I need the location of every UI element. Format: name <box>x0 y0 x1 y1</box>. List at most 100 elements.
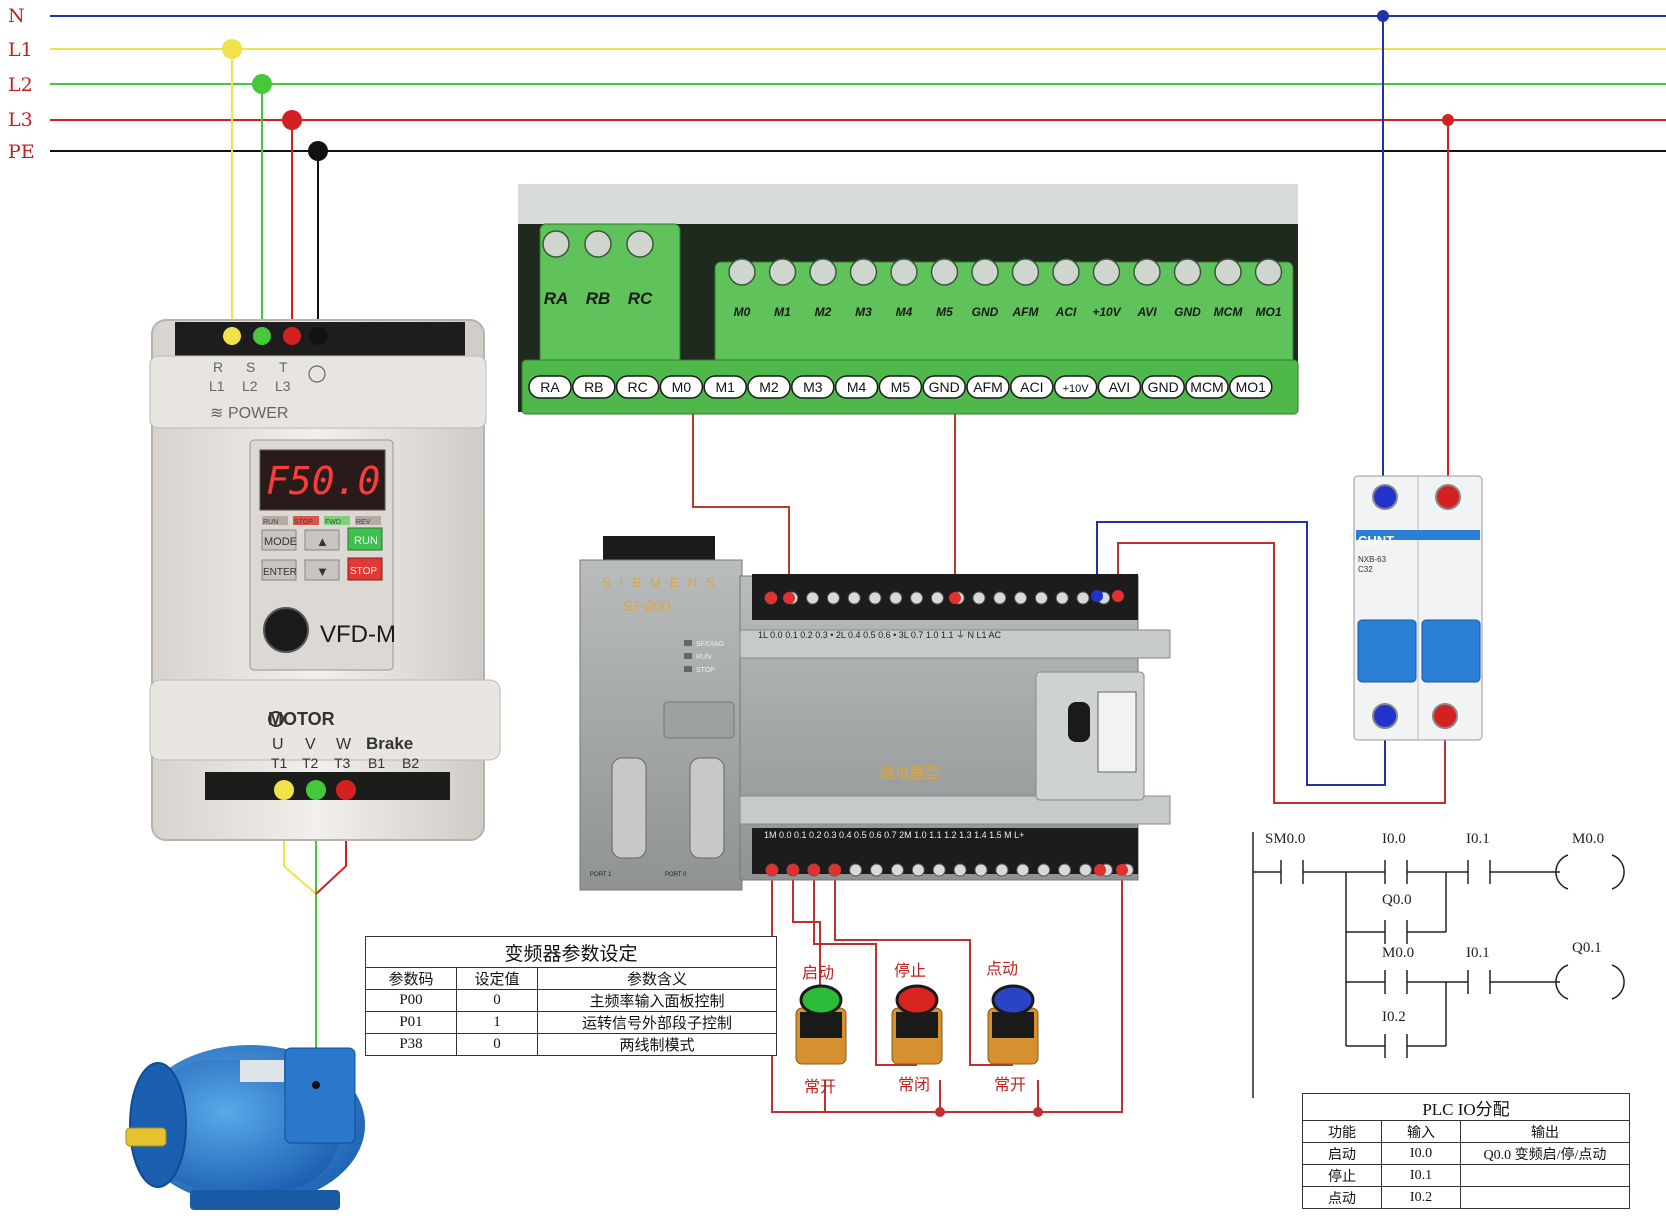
breaker-rating: C32 <box>1358 565 1373 574</box>
plc-screw <box>910 591 924 605</box>
plc-screw <box>1076 591 1090 605</box>
plc-screw <box>1058 863 1072 877</box>
jog-button-type: 常开 <box>994 1076 1026 1094</box>
vfd-terminal-w: W <box>336 736 352 753</box>
jog-button[interactable] <box>987 984 1039 1065</box>
terminal-photo-label: M1 <box>774 305 791 319</box>
vfd-input-dot-l2 <box>253 327 271 345</box>
plc-n-dot <box>1091 590 1103 602</box>
ladder-contact-i00: I0.0 <box>1382 831 1406 847</box>
terminal-screw <box>626 230 654 258</box>
vfd-brake-label: Brake <box>366 734 413 753</box>
terminal-screw <box>584 230 612 258</box>
vfd-terminal-t1: T1 <box>271 755 288 771</box>
table-cell: 1 <box>456 1011 538 1034</box>
terminal-pill <box>1185 375 1229 399</box>
terminal-pill <box>791 375 835 399</box>
io-table-title: PLC IO分配 <box>1302 1093 1630 1121</box>
vfd-terminal-s: S <box>246 359 255 375</box>
start-button-label: 启动 <box>802 964 834 982</box>
table-cell: 点动 <box>1302 1186 1382 1209</box>
terminal-pill <box>878 375 923 399</box>
vfd-table-header-value: 设定值 <box>456 967 538 990</box>
vfd-output-dot-t3 <box>336 780 356 800</box>
plc-brand: SIEMENS <box>602 575 724 590</box>
breaker-terminal-n-in <box>1372 484 1398 510</box>
terminal-strip-label: M4 <box>847 379 867 395</box>
table-cell: 主频率输入面板控制 <box>537 989 777 1012</box>
plc-screw <box>932 863 946 877</box>
terminal-pill <box>922 375 966 399</box>
jog-button-label: 点动 <box>986 960 1018 978</box>
plc-screw <box>974 863 988 877</box>
plc-i02-dot <box>829 864 841 876</box>
terminal-strip-label: RA <box>540 379 560 395</box>
stop-button-label: 停止 <box>894 962 926 980</box>
plc-screw <box>806 591 820 605</box>
terminal-screw <box>849 258 878 286</box>
terminal-screw <box>728 258 756 286</box>
terminal-screw <box>1173 258 1202 286</box>
breaker-brand: CHNT <box>1358 533 1394 548</box>
vfd-input-dot-l1 <box>223 327 241 345</box>
table-cell: 两线制模式 <box>537 1033 777 1056</box>
terminal-strip-label: AVI <box>1109 379 1131 395</box>
start-button[interactable] <box>795 984 847 1065</box>
plc-q00-dot <box>783 592 795 604</box>
vfd-drive: F50.0 RUN STOP FWD REV MODE ▲ RUN ENTER … <box>149 319 501 841</box>
terminal-strip-label: GND <box>1148 379 1179 395</box>
breaker-toggle-2[interactable] <box>1421 619 1481 683</box>
breaker-toggle-1[interactable] <box>1357 619 1417 683</box>
vfd-terminal-t3: T3 <box>334 755 351 771</box>
terminal-pill <box>659 375 704 399</box>
table-cell: 0 <box>456 1033 538 1056</box>
ladder-contact-i01: I0.1 <box>1466 831 1490 847</box>
wire-breaker-l-to-plc <box>1117 542 1446 804</box>
plc-screw <box>889 591 903 605</box>
terminal-pill <box>572 375 616 399</box>
plc-port-1[interactable] <box>611 757 647 859</box>
vfd-speed-knob[interactable] <box>263 607 309 653</box>
terminal-screw <box>1011 258 1040 286</box>
vfd-terminal-r: R <box>213 359 223 375</box>
vfd-key-run[interactable] <box>347 527 383 551</box>
terminal-photo-label: AFM <box>1012 305 1040 319</box>
vfd-key-down[interactable] <box>304 559 340 581</box>
bus-label-l3: L3 <box>8 109 33 131</box>
bus-label-l2: L2 <box>8 74 33 96</box>
plc-1m-dot <box>766 864 778 876</box>
plc-screw <box>826 591 840 605</box>
plc-i00-dot <box>787 864 799 876</box>
vfd-table-header-code: 参数码 <box>365 967 457 990</box>
vfd-key-enter[interactable] <box>261 559 297 581</box>
plc-port-0[interactable] <box>689 757 725 859</box>
terminal-photo-label: M4 <box>896 305 913 319</box>
vfd-terminal-b1: B1 <box>368 755 385 771</box>
terminal-screw <box>1133 258 1161 286</box>
plc-status-sf: SF/DIAG <box>696 641 724 648</box>
plc-port-0-label: PORT 0 <box>665 872 687 878</box>
vfd-terminal-l2: L2 <box>242 378 258 394</box>
plc-i01-dot <box>808 864 820 876</box>
terminal-pill <box>747 375 791 399</box>
terminal-strip-label: GND <box>929 379 960 395</box>
terminal-pill <box>1141 375 1185 399</box>
stop-button[interactable] <box>891 984 943 1065</box>
junction-l3-breaker <box>1442 114 1454 126</box>
terminal-screw <box>1214 258 1242 286</box>
table-row: 点动 I0.2 <box>1302 1186 1630 1209</box>
terminal-photo-label: GND <box>1174 305 1201 319</box>
vfd-key-stop[interactable] <box>347 557 383 581</box>
ladder-diagram <box>1252 832 1625 1098</box>
junction-n <box>1377 10 1389 22</box>
plc-lplus-dot <box>1116 864 1128 876</box>
table-cell <box>1460 1186 1630 1209</box>
vfd-key-mode[interactable] <box>261 529 297 551</box>
vfd-key-up[interactable] <box>304 529 340 551</box>
terminal-photo-label: M0 <box>734 305 751 319</box>
wire-m0-to-plc <box>692 410 790 598</box>
terminal-pill <box>1010 375 1054 399</box>
terminal-strip-label: ACI <box>1020 379 1043 395</box>
plc-screw <box>930 591 944 605</box>
